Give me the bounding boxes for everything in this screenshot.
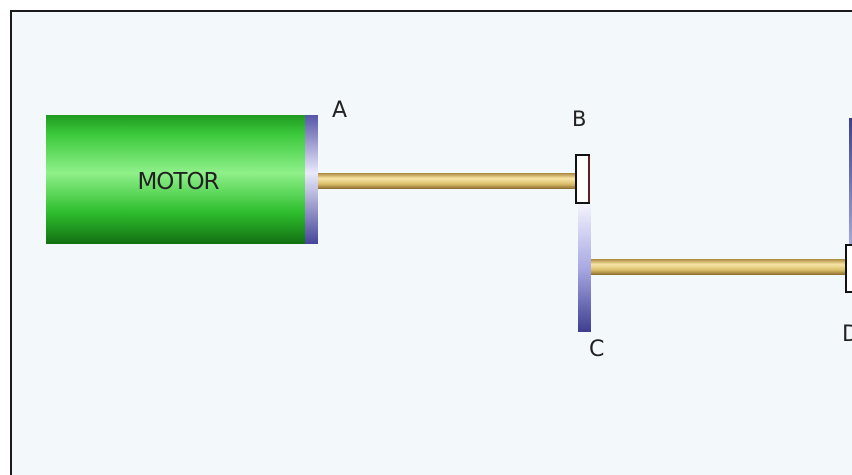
gear-d-block [845,244,852,293]
gear-c-bar [578,204,591,332]
motor-label: MOTOR [137,169,219,195]
label-b: B [572,107,586,131]
shaft-ab [318,173,576,189]
label-a: A [332,98,347,123]
gear-b-block [575,154,590,204]
label-c: C [589,337,604,362]
motor-body [46,115,306,244]
shaft-cd [591,259,847,275]
motor-end-cap [305,115,318,244]
gear-d-bar [849,118,852,248]
label-d: D [842,322,852,347]
motor: MOTOR [46,115,318,244]
